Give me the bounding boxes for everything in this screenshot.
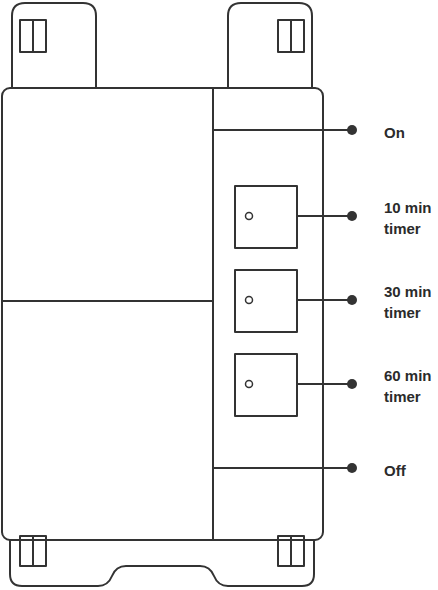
callout-label: 30 min timer [384,281,434,323]
foot-slot [32,536,34,566]
tab-slot [32,20,34,52]
button-led [246,297,253,304]
timer-button [235,354,297,416]
timer-button [235,270,297,332]
callout-label: Off [384,460,434,481]
panel-divider [212,88,214,540]
leader-line [297,299,352,301]
tab-slot [290,20,292,52]
leader-dot [347,463,357,473]
timer-button [235,186,297,248]
callout-label: 60 min timer [384,365,434,407]
device-body [2,88,323,540]
on-switch-edge [213,129,323,131]
leader-dot [347,379,357,389]
leader-dot [347,295,357,305]
off-switch-edge [213,467,323,469]
callout-label: On [384,122,434,143]
top-tab [228,3,312,88]
panel-divider [2,300,213,302]
foot-slot [20,536,46,566]
tab-slot [278,20,304,52]
leader-dot [347,125,357,135]
foot-slot [290,536,292,566]
leader-line [297,215,352,217]
callout-label: 10 min timer [384,197,434,239]
top-tab [12,3,96,88]
button-led [246,213,253,220]
tab-slot [20,20,46,52]
bottom-feet [10,540,314,586]
button-led [246,381,253,388]
foot-slot [278,536,304,566]
leader-line [297,383,352,385]
leader-dot [347,211,357,221]
